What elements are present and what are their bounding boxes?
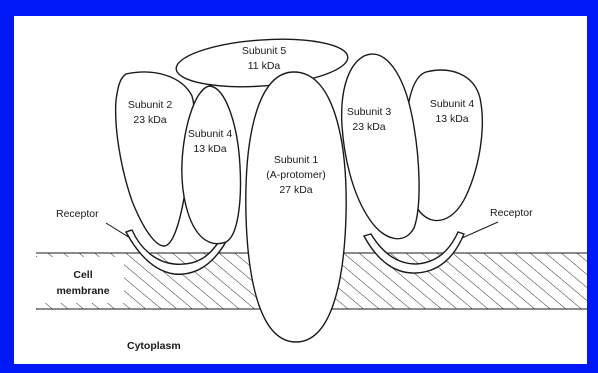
subunit-3-shape (342, 54, 419, 239)
membrane-label-line1: Cell (73, 269, 92, 281)
receptor-right-leader (462, 222, 498, 238)
subunit-3-mass: 23 kDa (352, 121, 385, 133)
subunit-1-mass: 27 kDa (279, 184, 312, 196)
toxin-structure-diagram: Subunit 5 11 kDa Subunit 2 23 kDa Subuni… (14, 16, 587, 364)
subunit-5-name: Subunit 5 (242, 45, 287, 57)
subunit-2-name: Subunit 2 (128, 99, 173, 111)
subunit-1-name: Subunit 1 (274, 154, 319, 166)
receptor-left-leader (106, 223, 130, 238)
diagram-panel: Subunit 5 11 kDa Subunit 2 23 kDa Subuni… (14, 16, 587, 364)
receptor-left-label: Receptor (56, 208, 99, 220)
subunit-3-name: Subunit 3 (347, 106, 392, 118)
subunit-4-left-mass: 13 kDa (193, 143, 226, 155)
subunit-4-left-name: Subunit 4 (188, 128, 233, 140)
subunit-2-mass: 23 kDa (133, 114, 166, 126)
subunit-4-right-mass: 13 kDa (435, 113, 468, 125)
subunit-1-shape (246, 72, 346, 342)
subunit-5-mass: 11 kDa (248, 60, 281, 72)
cytoplasm-label: Cytoplasm (127, 340, 181, 352)
receptor-right-label: Receptor (490, 207, 533, 219)
subunit-4-right-name: Subunit 4 (430, 98, 475, 110)
membrane-label-line2: membrane (56, 285, 109, 297)
subunit-1-subtitle: (A-protomer) (266, 169, 326, 181)
